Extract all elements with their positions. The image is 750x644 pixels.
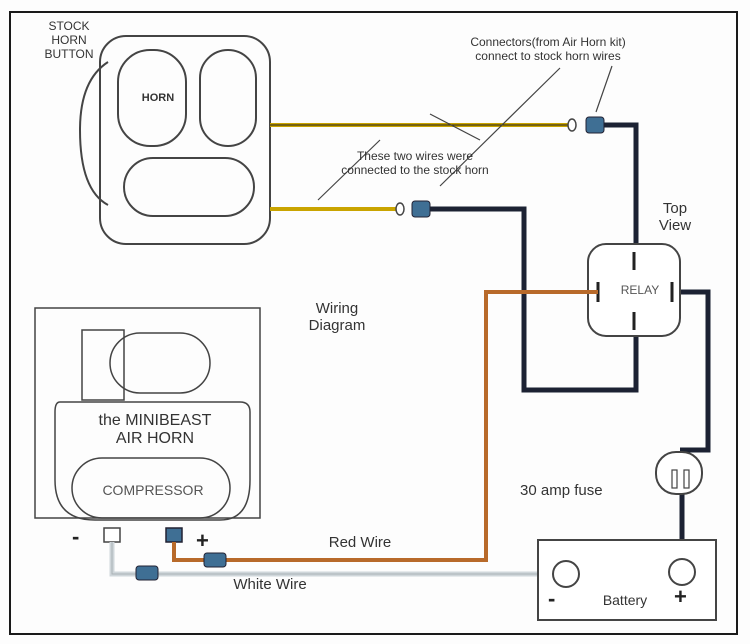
wires-note: These two wires were connected to the st… <box>341 149 489 177</box>
product-line-1: the MINIBEAST <box>98 412 212 429</box>
white-wire-label: White Wire <box>233 576 307 593</box>
battery-minus-sign: - <box>548 586 556 611</box>
battery-label: Battery <box>602 592 648 608</box>
compressor-label: COMPRESSOR <box>102 482 204 498</box>
red-wire-connector <box>203 552 227 568</box>
stock-horn-button-label: STOCK HORN BUTTON <box>44 19 94 61</box>
battery <box>537 539 717 621</box>
compressor-negative-terminal <box>103 527 121 543</box>
white-wire <box>109 542 566 577</box>
product-line-2: AIR HORN <box>115 430 195 447</box>
compressor-minus-sign: - <box>72 524 80 549</box>
diagram-frame <box>9 11 738 635</box>
fuse-30amp <box>655 451 703 495</box>
stock-horn-button <box>78 35 271 245</box>
relay-label: RELAY <box>620 283 660 297</box>
connectors-note: Connectors(from Air Horn kit) connect to… <box>470 35 626 63</box>
red-wire <box>214 290 598 562</box>
compressor-plus-sign: + <box>196 528 209 553</box>
annotation-pointers <box>317 65 613 201</box>
wiring-diagram-label: Wiring Diagram <box>308 300 366 335</box>
top-view-label: Top View <box>658 200 692 235</box>
compressor-positive-terminal <box>165 527 183 543</box>
connector-upper <box>567 116 605 134</box>
fuse-label: 30 amp fuse <box>520 482 603 499</box>
battery-plus-sign: + <box>674 584 687 609</box>
air-horn-unit <box>34 307 261 521</box>
horn-button-text: HORN <box>141 92 175 104</box>
stock-horn-wires <box>270 123 570 211</box>
relay <box>587 243 681 337</box>
white-wire-connector <box>135 565 159 581</box>
red-wire-label: Red Wire <box>328 534 392 551</box>
connector-lower <box>395 200 431 218</box>
